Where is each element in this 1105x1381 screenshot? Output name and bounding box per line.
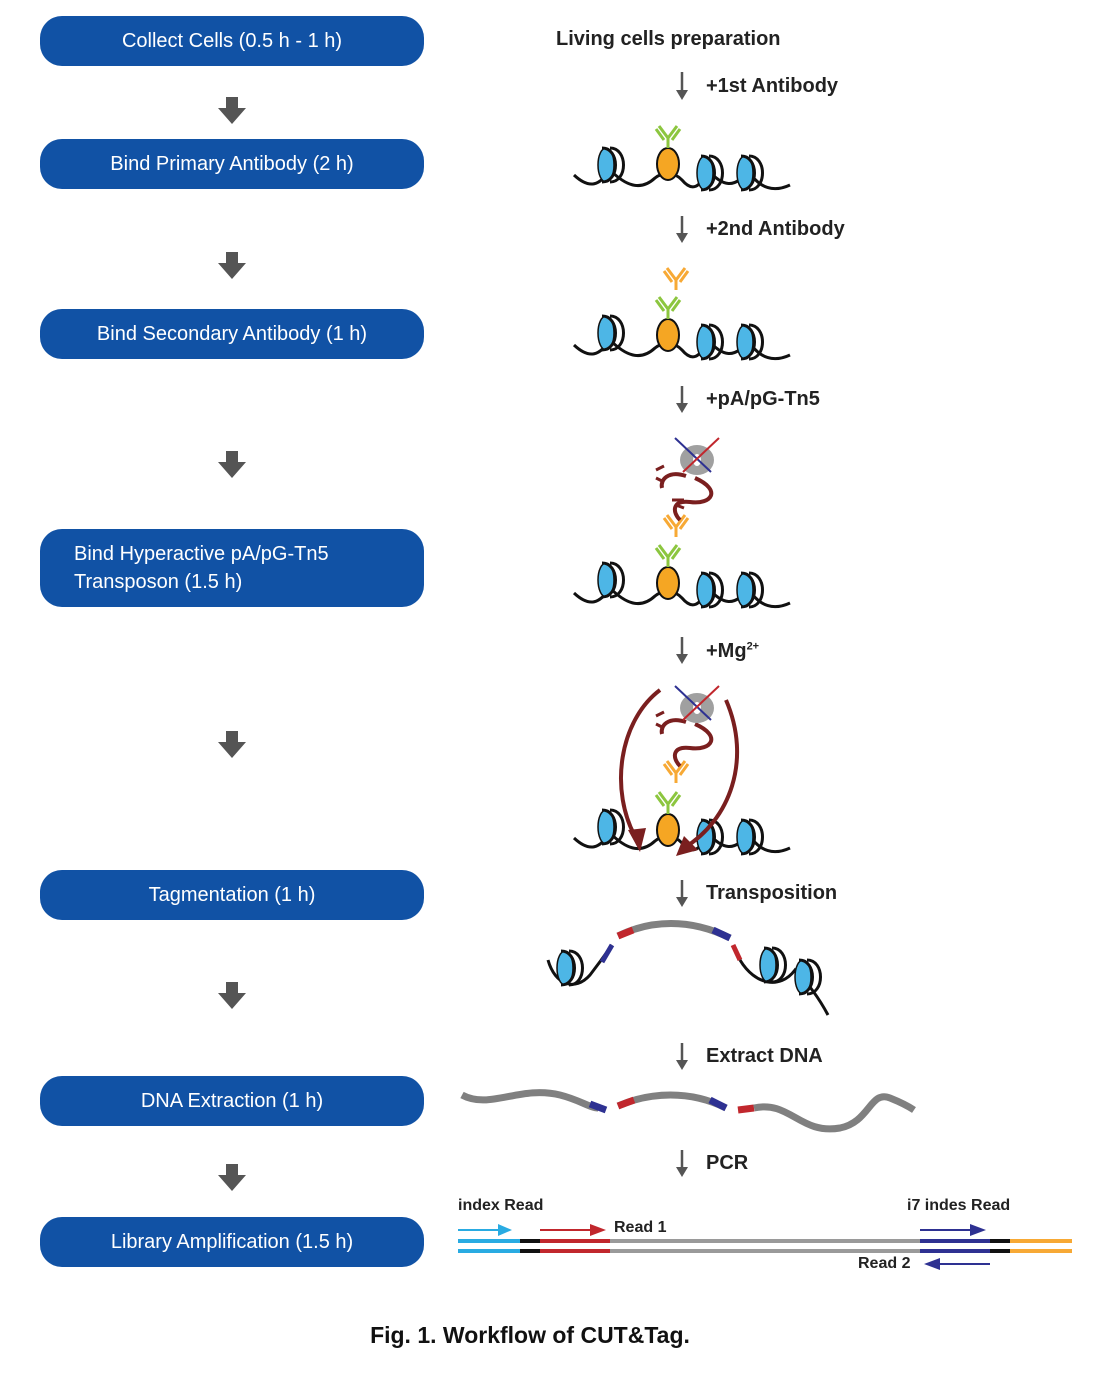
step-label: Bind Primary Antibody (2 h) xyxy=(110,152,354,175)
step-collect-cells: Collect Cells (0.5 h - 1 h) xyxy=(40,16,424,66)
down-arrow-icon xyxy=(218,731,246,758)
add-secondary-antibody-label: +2nd Antibody xyxy=(706,218,845,240)
step-label: Bind Secondary Antibody (1 h) xyxy=(96,322,368,345)
i7-read-label: i7 indes Read xyxy=(907,1197,1011,1214)
step-bind-tn5: Bind Hyperactive pA/pG-Tn5 Transposon (1… xyxy=(40,529,424,607)
down-arrow-icon xyxy=(218,451,246,478)
step-dna-extraction: DNA Extraction (1 h) xyxy=(40,1076,424,1126)
down-arrow-icon xyxy=(218,1164,246,1191)
down-arrow-icon xyxy=(218,982,246,1009)
step-tagmentation: Tagmentation (1 h) xyxy=(40,870,424,920)
chromatin-secondary xyxy=(572,266,791,361)
sequencing-library xyxy=(458,1224,1072,1270)
living-cells-label: Living cells preparation xyxy=(556,28,781,50)
step-label: Tagmentation (1 h) xyxy=(148,883,316,906)
step-bind-secondary-antibody: Bind Secondary Antibody (1 h) xyxy=(40,309,424,359)
add-tn5-label: +pA/pG-Tn5 xyxy=(706,388,820,410)
read1-label: Read 1 xyxy=(614,1219,667,1236)
step-label: Collect Cells (0.5 h - 1 h) xyxy=(121,29,343,52)
step-label-line-2: Transposon (1.5 h) xyxy=(74,571,243,593)
extracted-dna xyxy=(460,1089,916,1133)
magnesium-text: +Mg xyxy=(706,640,747,662)
transposition-label: Transposition xyxy=(706,882,838,904)
add-magnesium-label: +Mg2+ xyxy=(706,640,759,663)
step-bind-primary-antibody: Bind Primary Antibody (2 h) xyxy=(40,139,424,189)
chromatin-tn5 xyxy=(572,437,791,609)
read2-label: Read 2 xyxy=(858,1255,911,1272)
chromatin-primary xyxy=(572,124,791,192)
down-arrow-icon xyxy=(218,97,246,124)
figure-caption: Fig. 1. Workflow of CUT&Tag. xyxy=(370,1322,690,1348)
transposition-result xyxy=(546,920,830,1016)
step-library-amplification: Library Amplification (1.5 h) xyxy=(40,1217,424,1267)
step-label: DNA Extraction (1 h) xyxy=(140,1089,324,1112)
chromatin-mg-activation xyxy=(572,685,791,856)
down-arrow-icon xyxy=(218,252,246,279)
step-arrows-right xyxy=(676,72,688,1177)
step-label: Library Amplification (1.5 h) xyxy=(110,1230,354,1253)
add-primary-antibody-label: +1st Antibody xyxy=(706,75,839,97)
magnesium-superscript: 2+ xyxy=(746,640,760,653)
extract-dna-label: Extract DNA xyxy=(706,1045,823,1067)
step-label-line-1: Bind Hyperactive pA/pG-Tn5 xyxy=(74,543,329,565)
pcr-label: PCR xyxy=(706,1152,749,1174)
index-read-label: index Read xyxy=(458,1197,544,1214)
